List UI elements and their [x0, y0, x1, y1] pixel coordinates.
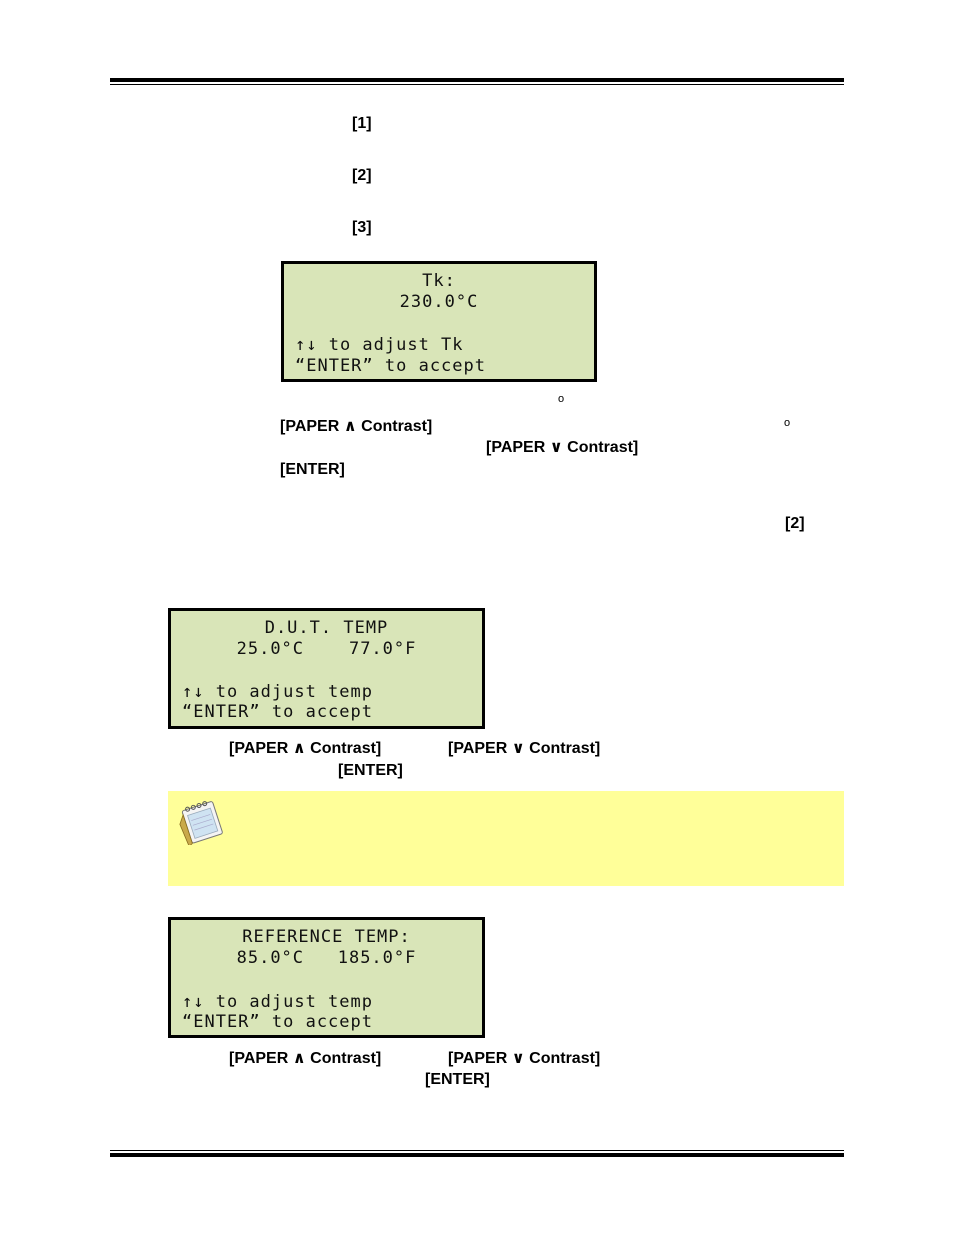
lcd-tk-adjust-hint: ↑↓ to adjust Tk [295, 335, 464, 355]
ref-paper-up-key: [PAPER ∧ Contrast] [229, 1050, 382, 1067]
lcd-dut-display: D.U.T. TEMP 25.0°C 77.0°F ↑↓ to adjust t… [168, 608, 485, 729]
lcd-ref-value: 85.0°C 185.0°F [236, 948, 417, 968]
step-label-1: [1] [352, 115, 372, 132]
step-label-3: [3] [352, 219, 372, 236]
dut-paper-down-key: [PAPER ∨ Contrast] [448, 740, 601, 757]
lcd-tk-value: 230.0°C [399, 292, 479, 312]
lcd-tk-title: Tk: [422, 271, 456, 291]
degree-mark: o [784, 417, 791, 429]
lcd-tk-display: Tk: 230.0°C ↑↓ to adjust Tk “ENTER” to a… [281, 261, 597, 382]
tk-paper-down-key: [PAPER ∨ Contrast] [486, 439, 639, 456]
lcd-dut-value: 25.0°C 77.0°F [236, 639, 417, 659]
dut-enter-key: [ENTER] [338, 762, 403, 779]
step-label-2: [2] [352, 167, 372, 184]
step-reference-2: [2] [785, 515, 805, 532]
lcd-ref-accept-hint: “ENTER” to accept [182, 1012, 373, 1032]
lcd-dut-accept-hint: “ENTER” to accept [182, 702, 373, 722]
degree-mark: o [558, 393, 565, 405]
lcd-dut-adjust-hint: ↑↓ to adjust temp [182, 682, 373, 702]
tk-enter-key: [ENTER] [280, 461, 345, 478]
notepad-icon [179, 801, 223, 845]
lcd-ref-title: REFERENCE TEMP: [242, 927, 411, 947]
note-box [168, 791, 844, 886]
ref-paper-down-key: [PAPER ∨ Contrast] [448, 1050, 601, 1067]
lcd-dut-title: D.U.T. TEMP [264, 618, 389, 638]
dut-paper-up-key: [PAPER ∧ Contrast] [229, 740, 382, 757]
footer-rule [110, 1150, 844, 1157]
header-rule [110, 78, 844, 85]
tk-paper-up-key: [PAPER ∧ Contrast] [280, 418, 433, 435]
lcd-reference-display: REFERENCE TEMP: 85.0°C 185.0°F ↑↓ to adj… [168, 917, 485, 1038]
lcd-ref-adjust-hint: ↑↓ to adjust temp [182, 992, 373, 1012]
ref-enter-key: [ENTER] [425, 1071, 490, 1088]
lcd-tk-accept-hint: “ENTER” to accept [295, 356, 486, 376]
